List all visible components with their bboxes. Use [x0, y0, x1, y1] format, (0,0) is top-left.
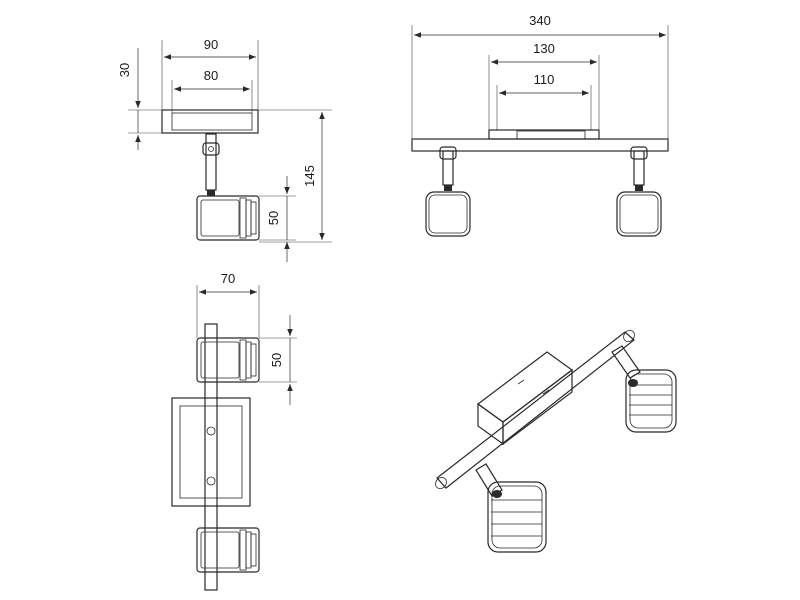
top-lower-face	[200, 531, 240, 569]
top-plate-screw-2	[206, 476, 216, 486]
front-left-head-inner	[428, 194, 468, 234]
iso-spot-right	[611, 345, 677, 433]
dim-50-side-label: 50	[266, 211, 281, 225]
dim-90-label: 90	[204, 37, 218, 52]
dim-130-label: 130	[533, 41, 555, 56]
side-joint	[202, 142, 220, 156]
front-right-head	[616, 191, 662, 237]
dim-30-label: 30	[117, 63, 132, 77]
side-head-ring-2	[245, 199, 252, 237]
side-joint-screw	[208, 146, 214, 152]
dim-50-top-label: 50	[269, 353, 284, 367]
front-right-joint	[630, 146, 648, 160]
front-right-stem	[633, 150, 645, 186]
dim-70-label: 70	[221, 271, 235, 286]
side-head-ring-1	[239, 197, 247, 239]
top-plate	[171, 397, 251, 507]
iso-plate	[476, 351, 574, 446]
top-lower-head	[196, 527, 260, 573]
front-left-neck	[444, 185, 452, 191]
dim-110-label: 110	[534, 72, 555, 87]
front-left-stem	[442, 150, 454, 186]
side-view: 90 80 30 145 50	[117, 37, 332, 262]
isometric-view	[435, 329, 677, 553]
iso-bar	[435, 329, 635, 490]
dim-340-label: 340	[529, 13, 551, 28]
front-view: 340 130 110	[411, 13, 669, 237]
front-right-neck	[635, 185, 643, 191]
side-plate-inner	[171, 112, 253, 131]
side-head-face	[200, 199, 240, 237]
side-neck	[207, 190, 215, 196]
front-plate-inner	[516, 130, 586, 140]
top-view: 70 50	[171, 271, 297, 591]
top-upper-head	[196, 337, 260, 383]
top-plate-inner	[179, 405, 243, 499]
front-left-head	[425, 191, 471, 237]
side-plate	[161, 109, 259, 134]
top-upper-face	[200, 341, 240, 379]
side-head-ring-3	[250, 201, 257, 235]
iso-spot-left	[475, 463, 547, 553]
front-left-joint	[439, 146, 457, 160]
top-bar	[204, 323, 218, 591]
dim-80-label: 80	[204, 68, 218, 83]
top-plate-screw-1	[206, 426, 216, 436]
dim-145-label: 145	[302, 165, 317, 187]
front-bar	[411, 138, 669, 152]
side-head	[196, 195, 260, 241]
front-right-head-inner	[619, 194, 659, 234]
